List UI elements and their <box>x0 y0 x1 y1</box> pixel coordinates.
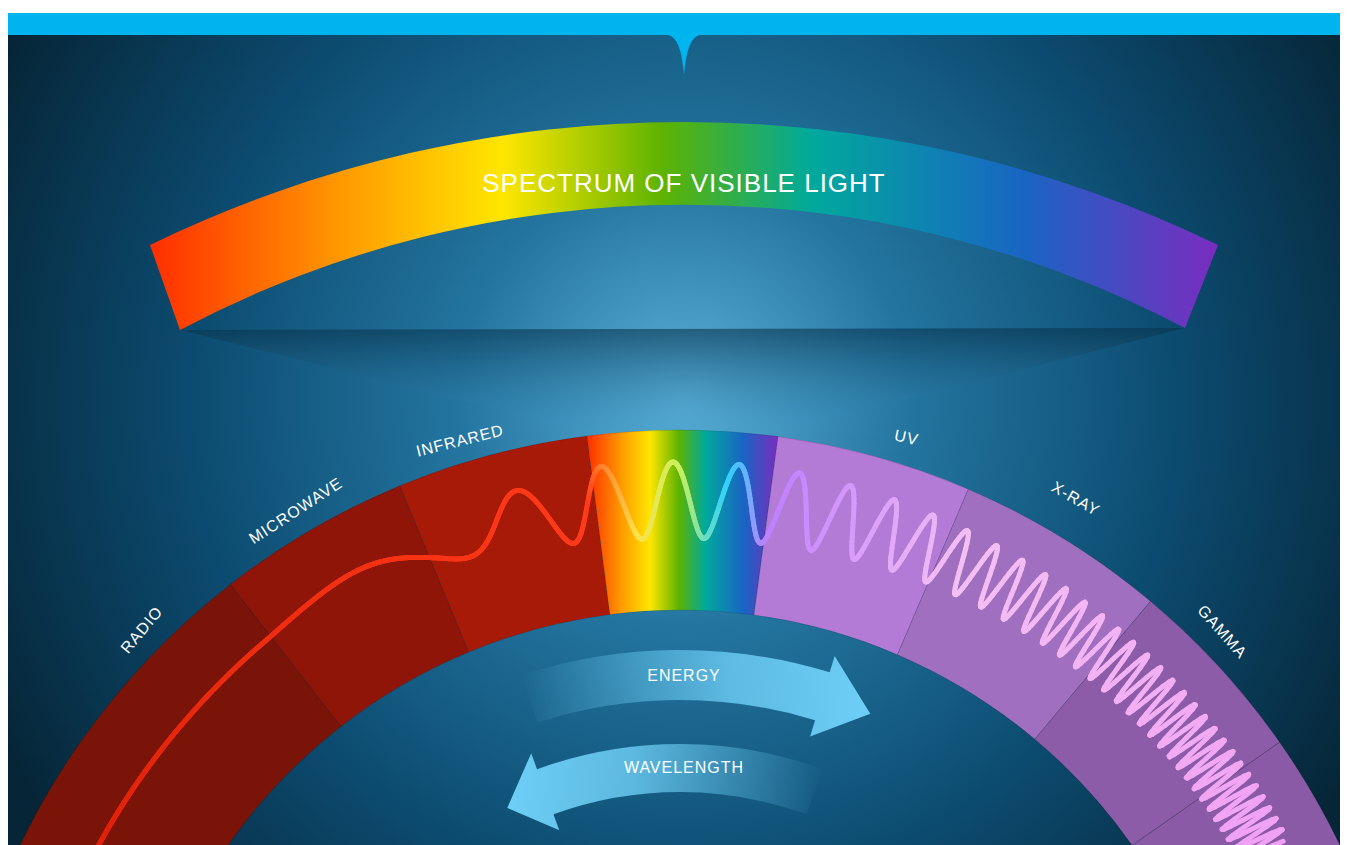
infrared-band <box>400 436 610 652</box>
band-name: INFRARED <box>414 421 506 461</box>
wave-line <box>1256 840 1268 845</box>
gamma-label: GAMMA <box>1188 596 1255 667</box>
band-name: ENERGY <box>647 666 721 685</box>
energy-arrow: ENERGY <box>643 664 725 688</box>
wave-line <box>1273 841 1283 845</box>
radio-label: RADIO <box>112 598 172 662</box>
infrared-label: INFRARED <box>410 418 511 465</box>
band-name: GAMMA <box>1193 601 1251 662</box>
band-name: RADIO <box>117 603 167 658</box>
energy-arrow <box>522 650 871 736</box>
wavelength-arrow <box>507 744 823 830</box>
gamma-band <box>1132 742 1348 845</box>
gamma-band <box>1035 601 1280 845</box>
band-name: UV <box>892 426 920 450</box>
visible-light-band: SPECTRUM OF VISIBLE LIGHT <box>478 166 890 202</box>
visible-band <box>587 430 778 615</box>
band-name: MICROWAVE <box>246 474 347 549</box>
x-ray-label: X-RAY <box>1043 473 1108 524</box>
wavelength-arrow: WAVELENGTH <box>620 756 749 780</box>
uv-label: UV <box>887 423 924 453</box>
band-name: WAVELENGTH <box>624 758 744 777</box>
microwave-label: MICROWAVE <box>241 469 351 552</box>
band-name: X-RAY <box>1047 478 1102 521</box>
band-name: SPECTRUM OF VISIBLE LIGHT <box>482 168 886 199</box>
